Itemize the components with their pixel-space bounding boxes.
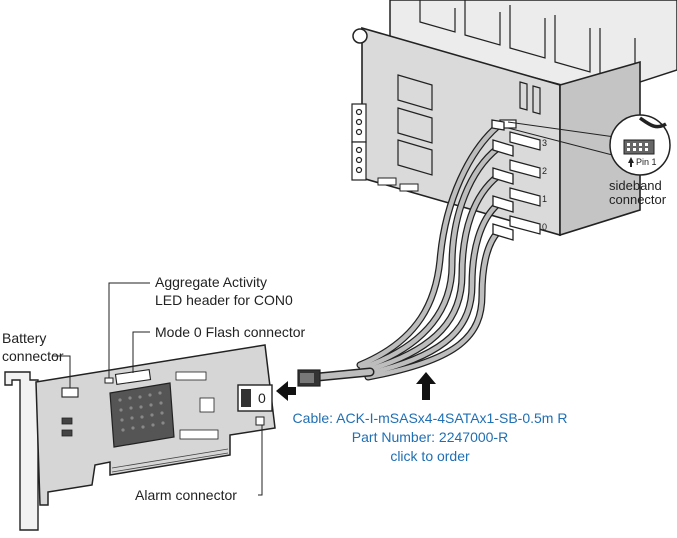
sideband-label-line2: connector — [609, 192, 667, 207]
aggregate-activity-label-line1: Aggregate Activity — [155, 274, 267, 290]
mounting-screw — [352, 28, 368, 44]
click-to-order-link[interactable]: click to order — [390, 448, 470, 464]
battery-label-line1: Battery — [2, 330, 46, 346]
port-label-0: 0 — [542, 222, 547, 232]
cable-model-text: Cable: ACK-I-mSASx4-4SATAx1-SB-0.5m R — [293, 410, 568, 426]
port-label-2: 2 — [542, 166, 547, 176]
fanout-cable — [297, 119, 514, 387]
aggregate-activity-label-line2: LED header for CON0 — [155, 292, 293, 308]
port-label-1: 1 — [542, 194, 547, 204]
part-number-text: Part Number: 2247000-R — [352, 429, 508, 445]
insert-arrow-icon — [276, 381, 296, 401]
sideband-label-line1: sideband — [609, 178, 662, 193]
alarm-connector — [255, 416, 265, 426]
sata-ports — [509, 131, 541, 235]
pin1-arrow-icon — [628, 157, 634, 167]
port-label-3: 3 — [542, 138, 547, 148]
mode0-flash-connector — [114, 369, 152, 385]
alarm-label: Alarm connector — [135, 487, 237, 503]
aggregate-activity-led-header — [104, 377, 114, 384]
power-connectors — [351, 103, 367, 181]
sideband-zoom: Pin 1 — [609, 114, 671, 176]
battery-label-line2: connector — [2, 348, 64, 364]
cable-pointer-arrow-icon — [416, 372, 436, 400]
mode0-flash-label: Mode 0 Flash connector — [155, 324, 306, 340]
pin1-label: Pin 1 — [636, 157, 657, 167]
card-port-label: 0 — [258, 390, 266, 406]
battery-connector — [61, 387, 79, 398]
heatsink — [109, 382, 175, 448]
raid-controller-card: 0 — [4, 344, 276, 531]
